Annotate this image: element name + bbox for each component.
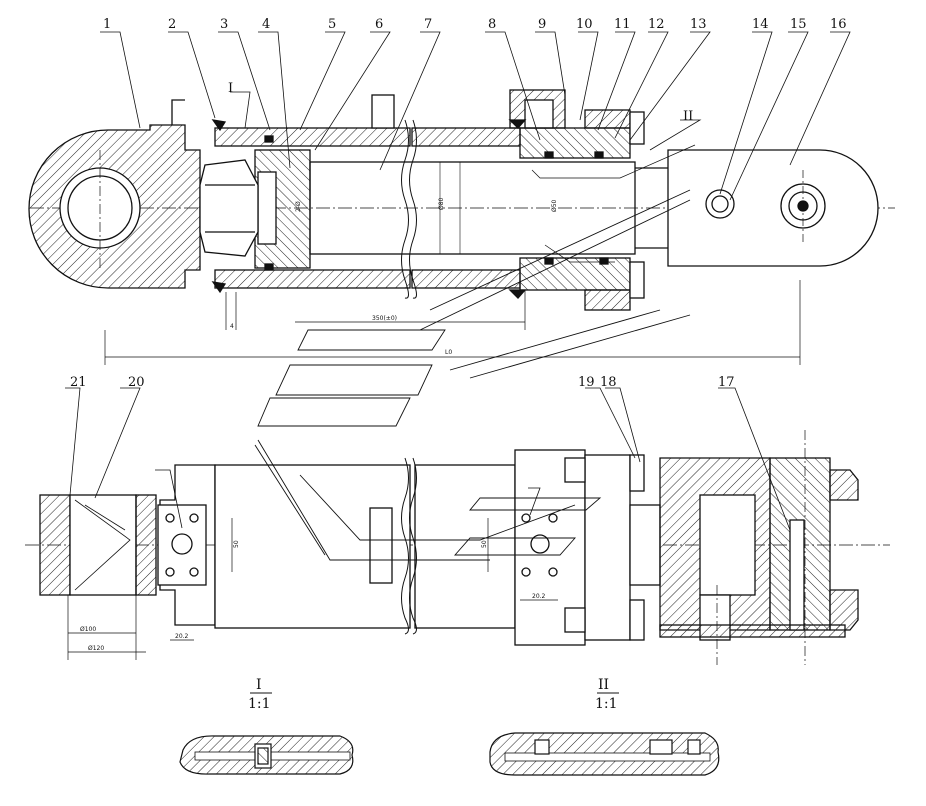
callout-18: 18: [600, 375, 617, 390]
gland-flange-lower: [584, 289, 631, 311]
bottom-gland-block: [584, 454, 631, 641]
callout-15: 15: [790, 17, 807, 32]
detail-mark-I: I: [228, 81, 233, 96]
gland-bolt-lower: [629, 261, 645, 299]
callout-14: 14: [752, 17, 769, 32]
rear-port: [171, 99, 185, 125]
dim-d-top-left: 4: [230, 323, 234, 330]
callout-9: 9: [538, 17, 546, 32]
callout-6: 6: [375, 17, 383, 32]
detail-view-I: [179, 692, 354, 775]
callout-labels: 1 2 3 4 5 6 7 8 9 10 11 12 13 14 15 16 1…: [70, 17, 847, 390]
dim-bore: Ø80: [438, 197, 445, 210]
callout-1: 1: [103, 17, 111, 32]
callout-4: 4: [262, 17, 270, 32]
rod-end-eye: [667, 149, 879, 267]
callout-21: 21: [70, 375, 87, 390]
watermark-shapes: [254, 189, 691, 561]
detail-mark-II: II: [683, 109, 693, 124]
rod-end-bore: [780, 183, 826, 229]
callout-16: 16: [830, 17, 847, 32]
dim-port: 2-Ø: [295, 201, 302, 212]
dim-hole-spacing-2: 50: [481, 540, 488, 548]
callout-12: 12: [648, 17, 665, 32]
callout-17: 17: [718, 375, 735, 390]
callout-5: 5: [328, 17, 336, 32]
callout-3: 3: [220, 17, 228, 32]
dim-bottom-d1: 20.2: [175, 633, 189, 640]
bottom-left-bushing: [69, 494, 137, 596]
dim-stroke: 350(±0): [372, 315, 397, 322]
piston-nut: [199, 159, 259, 257]
dim-hole-spacing: 50: [233, 540, 240, 548]
detail-II-title: II: [598, 677, 609, 693]
detail-I-title: I: [256, 677, 262, 693]
dim-bottom-w1: Ø100: [80, 626, 96, 633]
callout-10: 10: [576, 17, 593, 32]
bottom-barrel-right: [414, 464, 516, 629]
top-section-view: [28, 89, 895, 365]
callout-19: 19: [578, 375, 595, 390]
callout-7: 7: [424, 17, 432, 32]
bottom-bolt-lower: [629, 599, 645, 641]
bottom-bolt-upper: [629, 454, 645, 492]
callout-20: 20: [128, 375, 145, 390]
bottom-rod: [629, 504, 661, 586]
detail-II-scale: 1:1: [595, 696, 618, 712]
gland-bolt-upper: [629, 111, 645, 145]
dimension-labels: 4 350(±0) L0 Ø80 Ø50 2-Ø Ø100 Ø120 20.2 …: [80, 197, 558, 652]
barrel-upper-wall-left: [214, 127, 411, 147]
gland-lower: [519, 257, 631, 291]
bottom-elevation-view: [25, 430, 890, 665]
callout-2: 2: [168, 17, 176, 32]
detail-I-scale: 1:1: [248, 696, 271, 712]
detail-view-titles: I 1:1 II 1:1: [248, 677, 618, 712]
barrel-lower-wall-left: [214, 269, 411, 289]
top-callout-leaders: [100, 31, 851, 201]
callout-13: 13: [690, 17, 707, 32]
bottom-left-cap: [39, 494, 71, 596]
callout-8: 8: [488, 17, 496, 32]
barrel-upper-wall-right: [411, 127, 521, 147]
piston-rod: [309, 161, 636, 255]
callout-11: 11: [614, 17, 631, 32]
barrel-lower-wall-right: [411, 269, 521, 289]
dim-bottom-d2: 20.2: [532, 593, 546, 600]
gland-upper: [519, 127, 631, 159]
break-line-2: [409, 119, 417, 299]
detail-view-II: [489, 692, 720, 776]
rod-end-pin: [705, 189, 735, 219]
dim-total-length: L0: [445, 349, 452, 356]
break-line-1: [401, 119, 409, 299]
port-boss-left: [371, 94, 395, 129]
dim-bottom-w2: Ø120: [88, 645, 104, 652]
bottom-port-boss: [369, 507, 393, 584]
gland-flange-upper: [584, 109, 631, 129]
bottom-callout-leaders: [65, 387, 791, 531]
dim-rod: Ø50: [551, 199, 558, 212]
